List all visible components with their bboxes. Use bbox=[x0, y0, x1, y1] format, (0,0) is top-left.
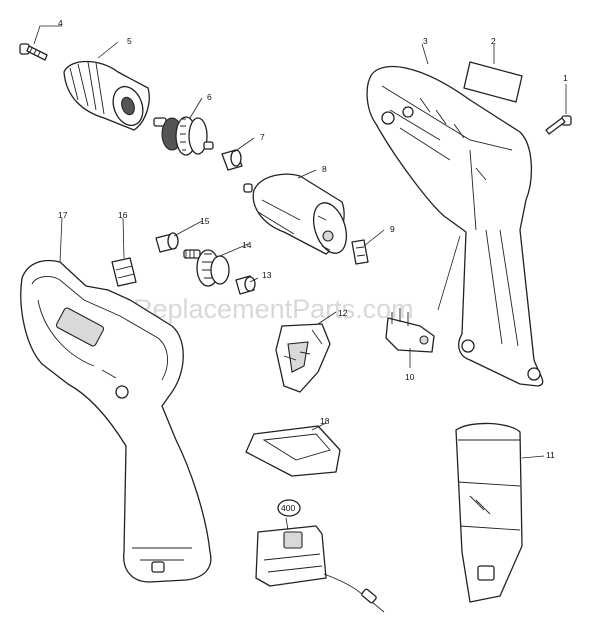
callout-7: 7 bbox=[260, 132, 265, 142]
part-15-bushing bbox=[155, 232, 179, 253]
callout-16: 16 bbox=[118, 210, 128, 220]
part-18-cover bbox=[245, 425, 341, 477]
callout-5: 5 bbox=[127, 36, 132, 46]
part-12-switch bbox=[275, 323, 331, 393]
part-6-spindle-gear bbox=[153, 116, 214, 156]
part-13-washer bbox=[235, 275, 256, 295]
part-14-pinion-gear bbox=[183, 249, 230, 287]
part-10-terminal bbox=[385, 308, 435, 353]
callout-9: 9 bbox=[390, 224, 395, 234]
part-1-screw bbox=[545, 115, 572, 135]
callout-labels: 4 5 6 7 8 9 3 2 1 15 16 17 14 13 12 10 1… bbox=[58, 18, 568, 517]
part-8-motor bbox=[243, 173, 348, 255]
callout-10: 10 bbox=[405, 372, 415, 382]
callout-2: 2 bbox=[491, 36, 496, 46]
callout-4: 4 bbox=[58, 18, 63, 28]
part-4-screw bbox=[19, 43, 48, 61]
callout-12: 12 bbox=[338, 308, 348, 318]
callout-14: 14 bbox=[242, 240, 252, 250]
callout-17: 17 bbox=[58, 210, 68, 220]
watermark-text: eReplacementParts.com bbox=[118, 294, 414, 324]
callout-1: 1 bbox=[563, 73, 568, 83]
callout-13: 13 bbox=[262, 270, 272, 280]
callout-11: 11 bbox=[546, 450, 555, 460]
part-9-connector bbox=[351, 239, 369, 265]
leader-lines bbox=[33, 25, 567, 531]
callout-6: 6 bbox=[207, 92, 212, 102]
callout-15: 15 bbox=[200, 216, 210, 226]
part-11-battery-pack bbox=[455, 422, 523, 603]
part-5-drill-chuck bbox=[63, 60, 150, 131]
part-17-housing-left bbox=[20, 259, 212, 583]
part-2-nameplate bbox=[463, 61, 523, 103]
callout-18: 18 bbox=[320, 416, 330, 426]
part-3-housing-right bbox=[366, 65, 544, 387]
callout-400-circle bbox=[277, 499, 301, 517]
part-7-bushing bbox=[221, 149, 243, 171]
callout-8: 8 bbox=[322, 164, 327, 174]
callout-400: 400 bbox=[281, 503, 295, 513]
part-400-charger bbox=[255, 525, 385, 613]
part-16-clip bbox=[111, 257, 137, 287]
callout-3: 3 bbox=[423, 36, 428, 46]
